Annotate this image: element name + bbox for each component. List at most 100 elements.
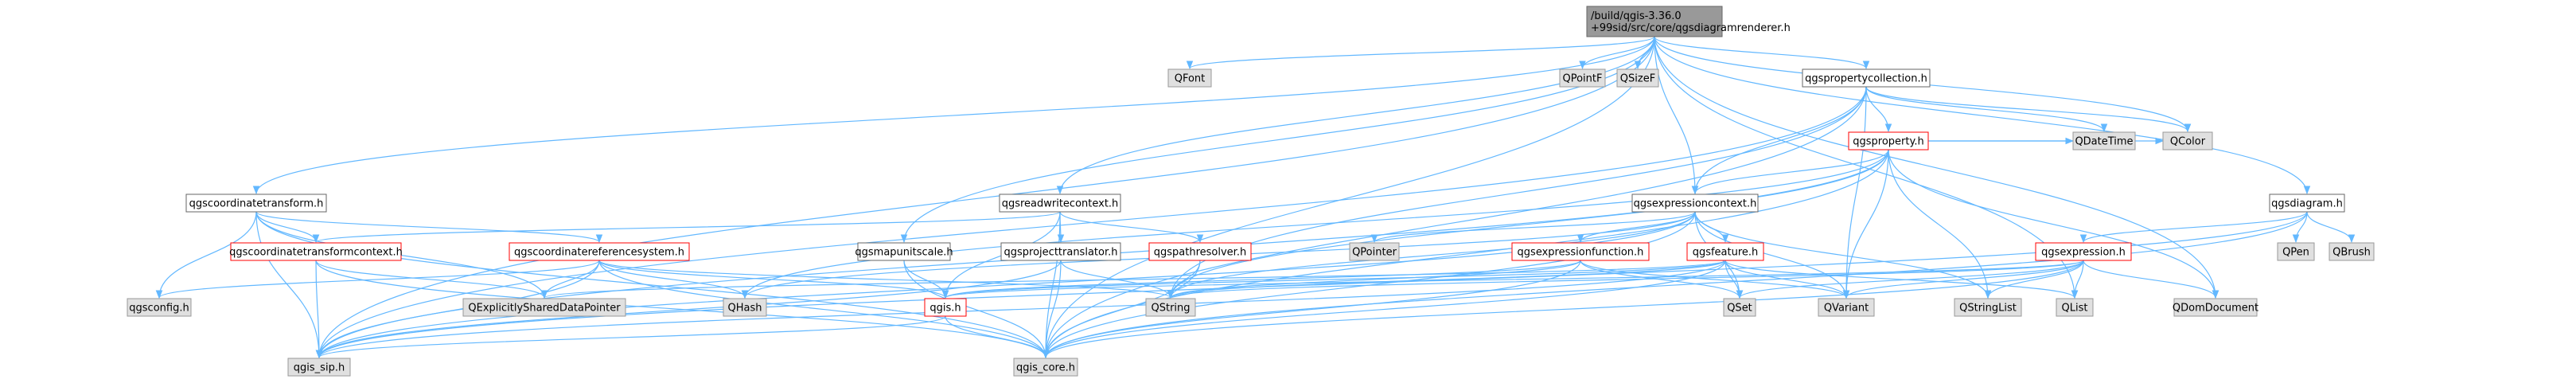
edge-qgscoordinatetransform-to-qgis_core — [255, 211, 1050, 359]
node-qgspathresolver[interactable]: qgspathresolver.h — [1148, 242, 1252, 261]
node-qgscoordinatetransform[interactable]: qgscoordinatetransform.h — [185, 194, 327, 213]
node-qgsmapunitscale[interactable]: qgsmapunitscale.h — [855, 242, 953, 261]
edge-qgsexpression-to-qvariant — [1842, 260, 2084, 299]
node-label-qbrush: QBrush — [2332, 247, 2371, 259]
edge-qgscoordinatetransform-to-qgscoordinatereferencesystem — [255, 211, 603, 244]
dependency-nodes: /build/qgis-3.36.0+99sid/src/core/qgsdia… — [127, 6, 2375, 377]
node-qvariant: QVariant — [1818, 298, 1875, 317]
node-label-qgsexpressionfunction: qgsexpressionfunction.h — [1518, 247, 1644, 259]
node-qstring: QString — [1145, 298, 1196, 317]
edge-qgsexpression-to-qlist — [2071, 260, 2084, 299]
edge-root-to-qfont — [1186, 36, 1655, 70]
edge-qgsexpression-to-qset — [1736, 260, 2084, 299]
edge-root-to-qgis_core — [1042, 36, 1655, 359]
node-qgsdiagram[interactable]: qgsdiagram.h — [2269, 194, 2345, 213]
edge-qgsexpression-to-qgis — [942, 260, 2084, 299]
node-qgsprojecttranslator[interactable]: qgsprojecttranslator.h — [1000, 242, 1121, 261]
node-qgsexpressionfunction[interactable]: qgsexpressionfunction.h — [1511, 242, 1650, 261]
node-label-qstring: QString — [1151, 303, 1190, 315]
node-box-qgis — [924, 298, 967, 317]
node-label-qgsdiagram: qgsdiagram.h — [2271, 198, 2343, 210]
edge-root-to-qpointf — [1579, 36, 1655, 70]
node-qstringlist: QStringList — [1954, 298, 2022, 317]
node-box-qbrush — [2329, 242, 2375, 261]
node-qgis_sip: qgis_sip.h — [287, 358, 351, 377]
node-qexplicitlyshareddatapointer: QExplicitlySharedDataPointer — [462, 298, 626, 317]
node-label-qgis_sip: qgis_sip.h — [294, 362, 345, 374]
node-qdatetime: QDateTime — [2072, 131, 2136, 151]
node-qgis[interactable]: qgis.h — [924, 298, 967, 317]
node-box-root — [1586, 6, 1723, 37]
node-qgsproperty[interactable]: qgsproperty.h — [1848, 131, 1929, 151]
node-label-qgis: qgis.h — [929, 303, 961, 315]
edge-qgspropertycollection-to-qvariant — [1842, 86, 1867, 299]
node-qgsconfig: qgsconfig.h — [127, 298, 192, 317]
edge-qgsreadwritecontext-to-qgis_core — [1042, 211, 1061, 359]
edge-qgsproperty-to-qvariant — [1842, 149, 1889, 299]
node-label-qgscoordinatetransform: qgscoordinatetransform.h — [189, 198, 324, 210]
edge-qgscoordinatereferencesystem-to-qgsconfig — [155, 260, 600, 299]
edge-qgsfeature-to-qvariant — [1724, 260, 1850, 299]
edge-qgsdiagram-to-qpen — [2292, 211, 2308, 244]
edge-qgspropertycollection-to-qgis_core — [1042, 86, 1867, 359]
edge-qgscoordinatetransform-to-qgscoordinatetransformcontext — [255, 211, 320, 244]
edge-qgsfeature-to-qexplicitlyshareddatapointer — [541, 260, 1726, 299]
edge-qgsprojecttranslator-to-qgis_core — [1042, 260, 1062, 359]
node-box-qgsdiagram — [2269, 194, 2345, 213]
edge-qgsproperty-to-qhash — [741, 149, 1889, 299]
node-box-qgscoordinatetransformcontext — [230, 242, 402, 261]
node-box-qgis_sip — [287, 358, 351, 377]
node-qgsexpressioncontext[interactable]: qgsexpressioncontext.h — [1631, 194, 1759, 213]
edge-qgsproperty-to-qgsexpressioncontext — [1691, 149, 1889, 195]
node-qdomdocument: QDomDocument — [2173, 298, 2258, 317]
edge-root-to-qdomdocument — [1654, 36, 2219, 299]
node-qgsfeature[interactable]: qgsfeature.h — [1686, 242, 1764, 261]
node-label-qgsprojecttranslator: qgsprojecttranslator.h — [1004, 247, 1118, 259]
edge-qgscoordinatetransformcontext-to-qexplicitlyshareddatapointer — [315, 260, 548, 299]
edge-qgspropertycollection-to-qdatetime — [1865, 86, 2108, 133]
node-label-qpointer: QPointer — [1352, 247, 1397, 259]
edge-root-to-qgscoordinatetransform — [252, 36, 1655, 195]
edge-qgspropertycollection-to-qgsexpressioncontext — [1691, 86, 1867, 195]
edge-qgsexpression-to-qstring — [1167, 260, 2084, 299]
edge-qgis-to-qgis_core — [945, 315, 1050, 359]
node-box-qgspathresolver — [1148, 242, 1252, 261]
node-box-qgspropertycollection — [1802, 68, 1931, 88]
node-box-qgscoordinatereferencesystem — [509, 242, 690, 261]
edge-qgscoordinatetransformcontext-to-qgis_sip — [315, 260, 323, 359]
node-root[interactable]: /build/qgis-3.36.0+99sid/src/core/qgsdia… — [1586, 6, 1791, 37]
edge-qgsexpressionfunction-to-qvariant — [1580, 260, 1850, 299]
node-label-qgsconfig: qgsconfig.h — [129, 303, 189, 315]
node-qgsexpression[interactable]: qgsexpression.h — [2035, 242, 2132, 261]
node-box-qgsfeature — [1686, 242, 1764, 261]
edge-qgsexpressionfunction-to-qgis — [942, 260, 1581, 299]
edge-qgsexpression-to-qgis_core — [1042, 260, 2084, 359]
edge-qgspropertycollection-to-qcolor — [1865, 86, 2192, 133]
node-box-qgsmapunitscale — [857, 242, 951, 261]
edge-qgscoordinatereferencesystem-to-qstring — [598, 260, 1175, 299]
edge-qgscoordinatereferencesystem-to-qgis_core — [598, 260, 1050, 359]
node-label-qgsproperty: qgsproperty.h — [1853, 136, 1923, 148]
node-box-qgsprojecttranslator — [1000, 242, 1121, 261]
edge-qgscoordinatereferencesystem-to-qgis_sip — [315, 260, 600, 359]
node-qgspropertycollection[interactable]: qgspropertycollection.h — [1802, 68, 1931, 88]
node-box-qgsproperty — [1848, 131, 1929, 151]
node-qpointf: QPointF — [1559, 68, 1606, 88]
edge-qgscoordinatetransform-to-qgsconfig — [155, 211, 257, 299]
node-label-qgis_core: qgis_core.h — [1016, 362, 1075, 374]
node-label-qset: QSet — [1727, 303, 1752, 315]
edge-root-to-qgis_sip — [315, 36, 1655, 359]
edge-qgsfeature-to-qstring — [1167, 260, 1726, 299]
node-box-qdomdocument — [2173, 298, 2258, 317]
node-label-qgscoordinatereferencesystem: qgscoordinatereferencesystem.h — [514, 247, 684, 259]
node-label-qgsexpression: qgsexpression.h — [2041, 247, 2126, 259]
node-qgsreadwritecontext[interactable]: qgsreadwritecontext.h — [999, 194, 1121, 213]
node-qgscoordinatetransformcontext[interactable]: qgscoordinatetransformcontext.h — [229, 242, 403, 261]
node-box-qgsreadwritecontext — [999, 194, 1121, 213]
edge-qgsexpressionfunction-to-qset — [1580, 260, 1744, 299]
node-box-qdatetime — [2072, 131, 2136, 151]
node-box-qpointer — [1349, 242, 1400, 261]
node-label-qpen: QPen — [2282, 247, 2309, 259]
node-qgscoordinatereferencesystem[interactable]: qgscoordinatereferencesystem.h — [509, 242, 690, 261]
